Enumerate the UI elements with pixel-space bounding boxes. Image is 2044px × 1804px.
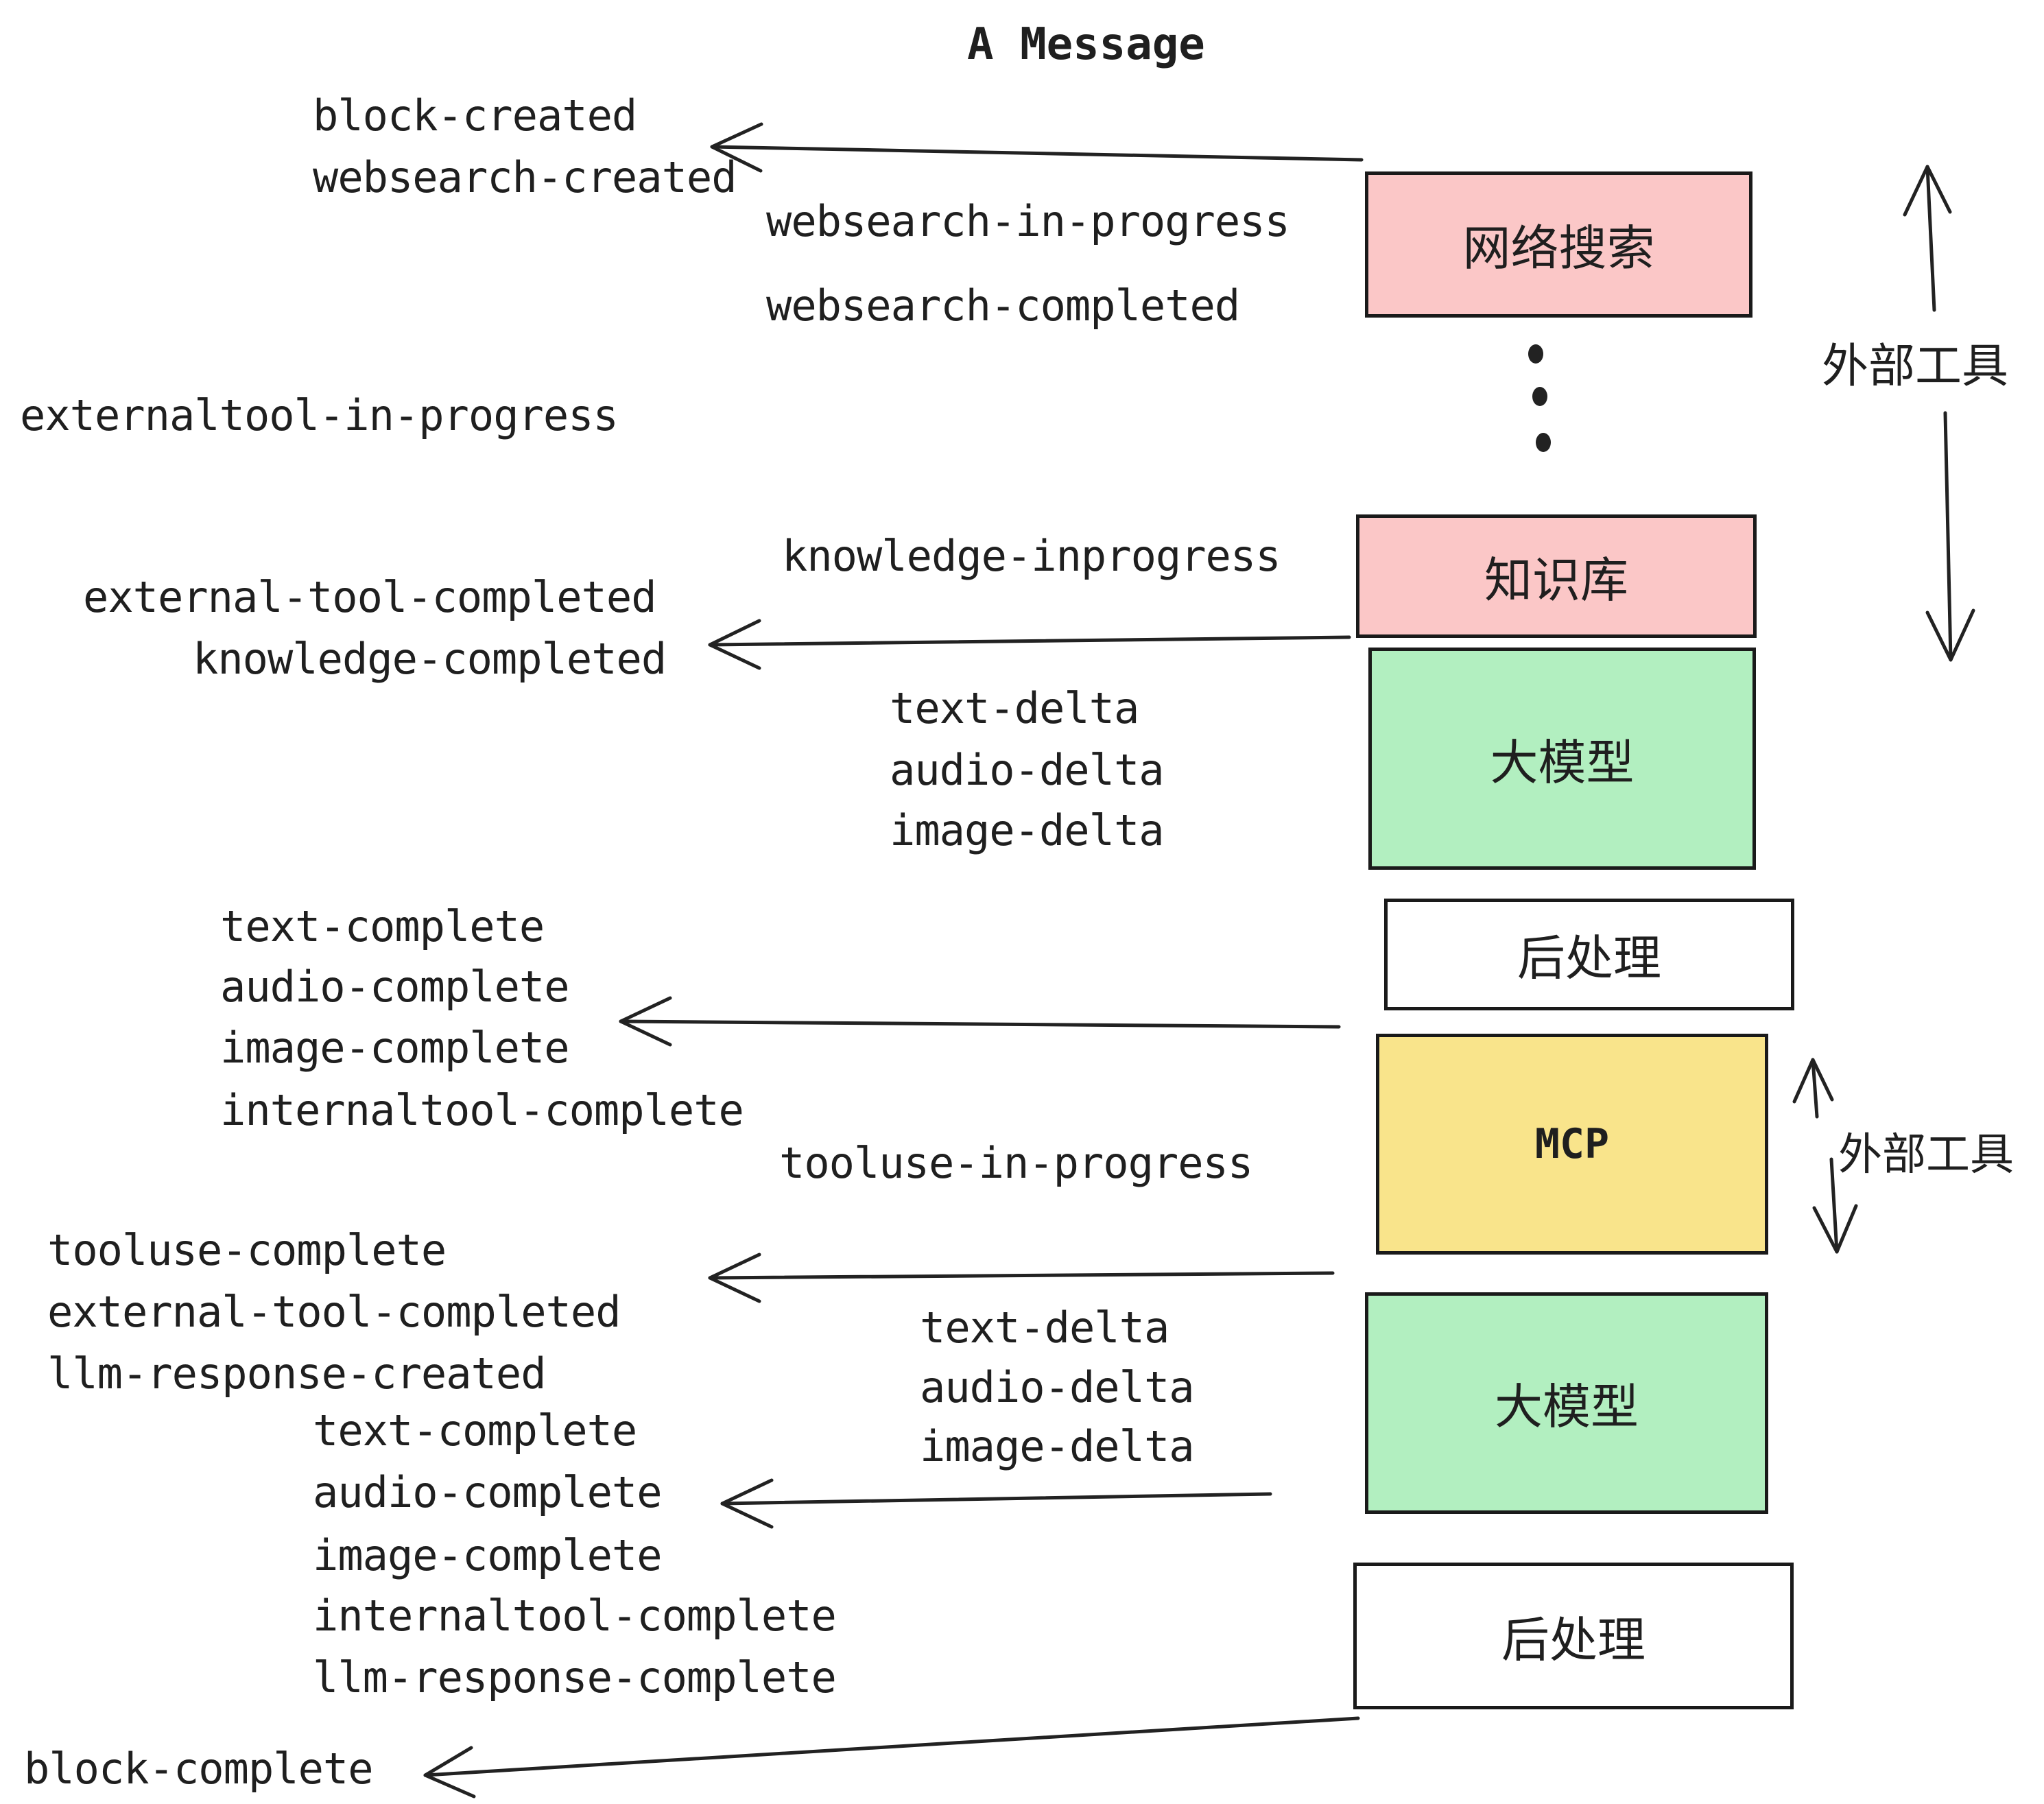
side-label-external-tools-2: 外部工具: [1838, 1130, 2014, 1180]
box-post-2: 后处理: [1353, 1563, 1794, 1709]
box-post-2-label: 后处理: [1501, 1611, 1645, 1668]
event-external-tool-completed: external-tool-completed: [83, 572, 657, 622]
box-mcp-label: MCP: [1534, 1120, 1610, 1168]
box-llm-1-label: 大模型: [1490, 734, 1635, 791]
event-tooluse-complete: tooluse-complete: [47, 1225, 447, 1275]
event-websearch-in-progress: websearch-in-progress: [766, 196, 1290, 246]
box-llm-2: 大模型: [1365, 1292, 1768, 1514]
event-block-complete: block-complete: [24, 1744, 374, 1794]
event-image-delta-2: image-delta: [920, 1421, 1195, 1471]
box-llm-1: 大模型: [1368, 648, 1756, 870]
arrow-external-tools2-down: [1812, 1157, 1858, 1254]
event-external-tool-completed-2: external-tool-completed: [47, 1287, 621, 1337]
event-knowledge-completed: knowledge-completed: [193, 634, 667, 684]
event-text-delta: text-delta: [890, 683, 1139, 733]
event-internaltool-complete-2: internaltool-complete: [313, 1591, 837, 1641]
arrow-websearch-to-block-created: [710, 122, 1364, 173]
event-block-created: block-created: [313, 91, 637, 141]
event-externaltool-in-progress: externaltool-in-progress: [20, 390, 619, 440]
event-internaltool-complete: internaltool-complete: [220, 1085, 744, 1135]
event-tooluse-in-progress: tooluse-in-progress: [779, 1138, 1253, 1188]
side-label-external-tools-1: 外部工具: [1822, 340, 2009, 394]
event-knowledge-inprogress: knowledge-inprogress: [782, 531, 1281, 581]
box-knowledge: 知识库: [1356, 514, 1757, 638]
arrow-llm2-to-audio-complete: [720, 1478, 1272, 1529]
box-websearch-label: 网络搜索: [1462, 220, 1655, 276]
event-websearch-completed: websearch-completed: [766, 281, 1240, 331]
arrow-llm2-to-tooluse-complete: [708, 1253, 1335, 1303]
arrow-external-tools-up: [1903, 165, 1952, 312]
event-image-complete-2: image-complete: [313, 1530, 663, 1580]
event-text-delta-2: text-delta: [920, 1303, 1169, 1353]
page-title: A Message: [967, 19, 1205, 70]
arrow-post2-to-block-complete: [423, 1716, 1360, 1799]
box-post-1-label: 后处理: [1517, 930, 1661, 986]
event-image-delta: image-delta: [890, 805, 1165, 855]
box-mcp: MCP: [1376, 1034, 1768, 1255]
ellipsis-dots: [1528, 344, 1551, 452]
box-knowledge-label: 知识库: [1484, 551, 1628, 608]
box-websearch: 网络搜索: [1365, 171, 1752, 318]
event-llm-response-complete: llm-response-complete: [313, 1652, 837, 1702]
box-post-1: 后处理: [1384, 899, 1794, 1010]
arrow-external-tools-down: [1925, 411, 1975, 662]
event-audio-complete: audio-complete: [220, 962, 570, 1012]
event-text-complete: text-complete: [220, 901, 545, 951]
event-image-complete: image-complete: [220, 1023, 570, 1073]
box-llm-2-label: 大模型: [1495, 1379, 1639, 1435]
event-websearch-created: websearch-created: [313, 152, 737, 202]
event-audio-complete-2: audio-complete: [313, 1467, 663, 1517]
event-text-complete-2: text-complete: [313, 1405, 637, 1456]
event-audio-delta-2: audio-delta: [920, 1362, 1195, 1412]
event-llm-response-created: llm-response-created: [47, 1349, 547, 1399]
arrow-knowledge-to-knowledge-completed: [708, 619, 1351, 670]
arrow-external-tools2-up: [1792, 1058, 1834, 1119]
event-audio-delta: audio-delta: [890, 745, 1165, 795]
arrow-mcp-to-image-complete: [619, 996, 1341, 1047]
